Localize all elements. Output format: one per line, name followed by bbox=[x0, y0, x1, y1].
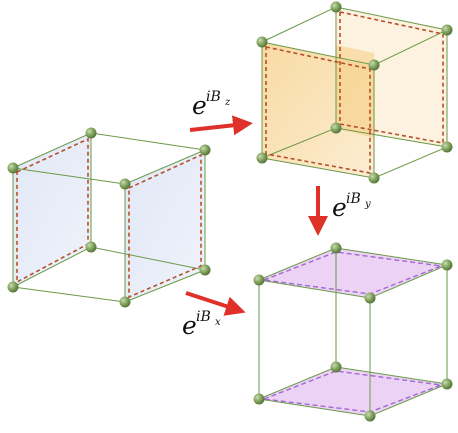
bottom-cube-dashed-top bbox=[263, 251, 444, 295]
bottom-cube-edges bbox=[258, 247, 449, 417]
left-cube-face-front-right bbox=[125, 150, 205, 302]
svg-text:e: e bbox=[182, 311, 197, 340]
top-right-cube bbox=[256, 1, 453, 184]
svg-text:z: z bbox=[224, 97, 231, 108]
bottom-cube-face-top bbox=[259, 248, 447, 298]
arrow-to-bottom-cube bbox=[185, 291, 246, 316]
left-cube-dashed-face-2 bbox=[128, 153, 202, 299]
bottom-cube-nodes bbox=[253, 242, 453, 422]
bottom-cube-dashed-bottom bbox=[263, 370, 442, 413]
svg-text:iB: iB bbox=[196, 309, 211, 325]
left-cube-face-back-left bbox=[13, 133, 91, 287]
operator-label-x: e iB x bbox=[182, 309, 221, 340]
operator-label-y: e iB y bbox=[332, 191, 371, 222]
top-cube-dashed-face-1 bbox=[265, 46, 371, 174]
svg-text:iB: iB bbox=[206, 89, 221, 105]
top-cube-nodes bbox=[256, 1, 453, 184]
bottom-right-cube bbox=[253, 242, 453, 422]
svg-text:y: y bbox=[364, 199, 371, 210]
left-cube bbox=[7, 127, 211, 308]
svg-text:iB: iB bbox=[346, 191, 361, 207]
left-cube-nodes bbox=[7, 127, 211, 308]
arrow-to-top-cube bbox=[189, 115, 253, 136]
svg-text:e: e bbox=[192, 91, 207, 120]
svg-text:e: e bbox=[332, 193, 347, 222]
svg-text:x: x bbox=[215, 317, 221, 328]
top-cube-dashed-face-2 bbox=[339, 11, 444, 144]
bottom-cube-face-bottom bbox=[259, 367, 447, 416]
operator-label-z: e iB z bbox=[192, 89, 231, 120]
